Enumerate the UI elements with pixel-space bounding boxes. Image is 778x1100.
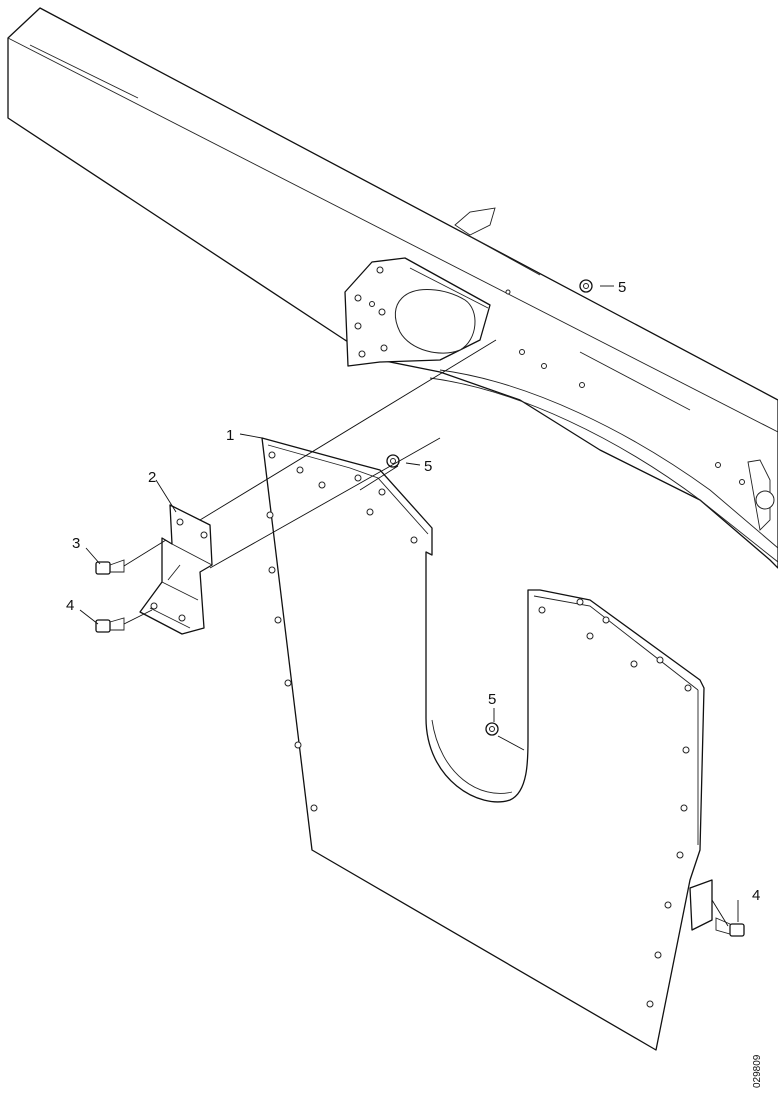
callout-5-lower: 5 [488, 691, 496, 708]
figure-reference-code: 029809 [752, 1054, 763, 1088]
bolt-4-left [95, 617, 125, 633]
nut-5-middle [386, 454, 400, 468]
callout-leaders [79, 285, 739, 922]
rail-holes [505, 289, 745, 485]
splash-guard-panel [261, 437, 713, 1051]
callout-1: 1 [226, 427, 234, 444]
bolt-3 [95, 559, 125, 575]
callout-5-upper: 5 [618, 279, 626, 296]
nut-5-lower [485, 722, 499, 736]
nut-5-upper [579, 279, 593, 293]
callout-5-middle: 5 [424, 458, 432, 475]
angle-bracket [139, 504, 213, 635]
callout-labels: 1 2 3 4 4 5 5 5 [66, 279, 760, 904]
assembly-lines [123, 339, 729, 927]
bolt-4-right [715, 917, 745, 937]
callout-3: 3 [72, 535, 80, 552]
callout-4-left: 4 [66, 597, 74, 614]
callout-2: 2 [148, 469, 156, 486]
callout-4-right: 4 [752, 887, 760, 904]
frame-mounting-plate [344, 257, 491, 367]
